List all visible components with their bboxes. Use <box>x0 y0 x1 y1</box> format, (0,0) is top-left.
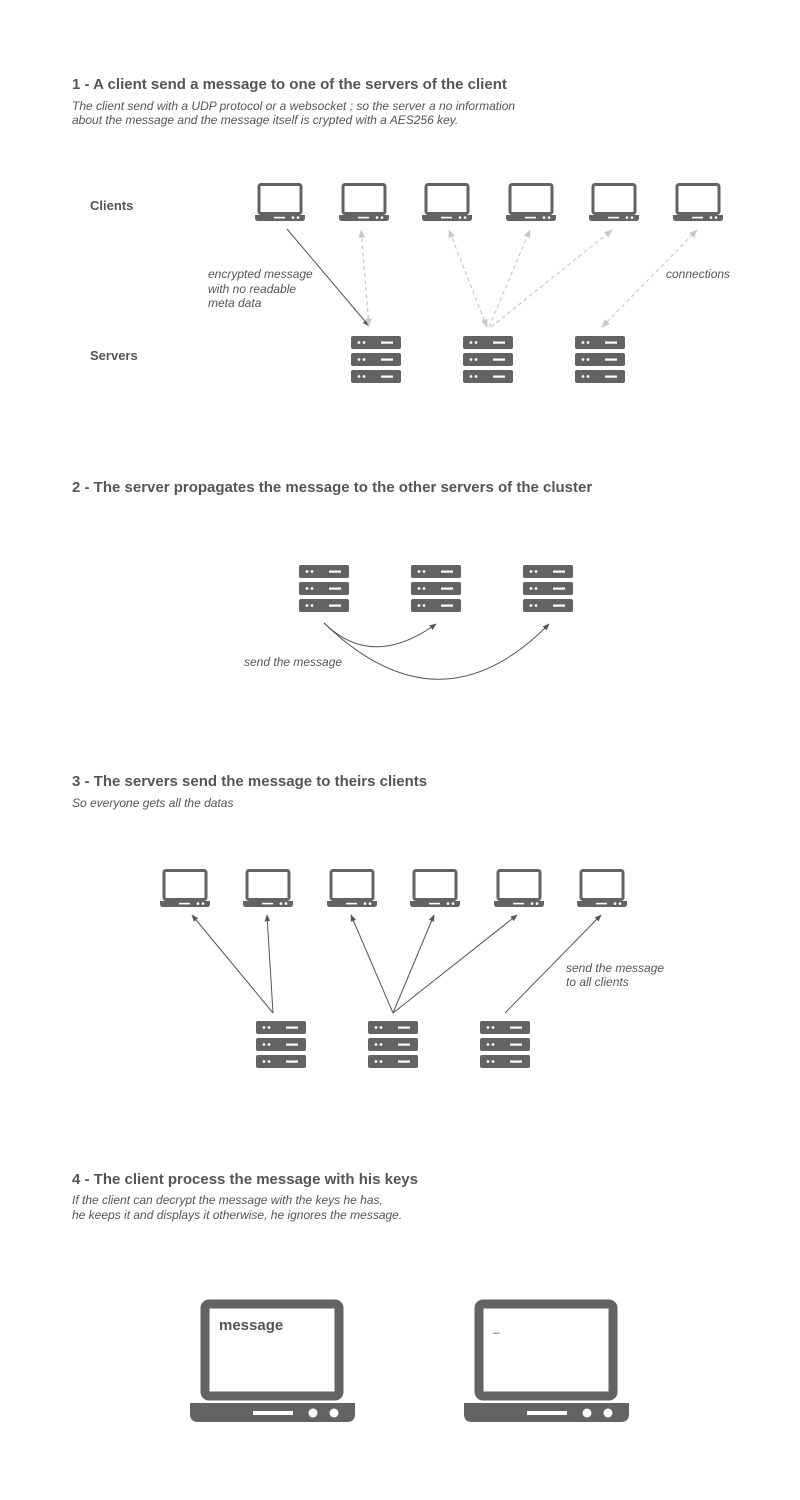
encrypted-message-arrow <box>286 228 370 327</box>
server-icon <box>256 1021 306 1068</box>
laptop-icon <box>589 183 639 221</box>
broadcast-arrow <box>350 914 394 1014</box>
section3-description: So everyone gets all the datas <box>72 796 234 810</box>
propagate-arrow <box>323 622 437 648</box>
server-icon <box>523 565 573 612</box>
section3-arrows <box>191 914 602 1014</box>
section1-description-line1: The client send with a UDP protocol or a… <box>72 99 516 113</box>
server-icon <box>368 1021 418 1068</box>
laptop-icon <box>255 183 305 221</box>
section1-servers <box>351 336 625 383</box>
server-icon <box>411 565 461 612</box>
section3-clients <box>160 869 627 907</box>
server-icon <box>351 336 401 383</box>
send-message-note: send the message <box>244 655 343 669</box>
laptop-icon <box>243 869 293 907</box>
encrypted-message-note-line2: with no readable <box>208 282 297 296</box>
laptop-icon <box>339 183 389 221</box>
broadcast-arrow <box>504 914 602 1014</box>
section1-heading: 1 - A client send a message to one of th… <box>72 76 507 93</box>
server-icon <box>575 336 625 383</box>
server-icon <box>463 336 513 383</box>
laptop-icon <box>422 183 472 221</box>
clients-label: Clients <box>90 198 134 213</box>
laptop-icon <box>577 869 627 907</box>
laptop-icon <box>410 869 460 907</box>
laptop-icon <box>494 869 544 907</box>
connection-arrow <box>488 229 531 328</box>
section3-servers <box>256 1021 530 1068</box>
encrypted-message-note-line3: meta data <box>208 296 262 310</box>
laptop-icon <box>160 869 210 907</box>
empty-screen-cursor: _ <box>493 1320 500 1334</box>
section2-servers <box>299 565 573 612</box>
section4-description-line2: he keeps it and displays it otherwise, h… <box>72 1208 403 1222</box>
section2-heading: 2 - The server propagates the message to… <box>72 479 593 496</box>
laptop-icon <box>190 1299 355 1422</box>
connection-arrow <box>358 229 372 327</box>
laptop-icon <box>506 183 556 221</box>
section1-clients <box>255 183 723 221</box>
server-icon <box>480 1021 530 1068</box>
broadcast-arrow <box>392 914 435 1014</box>
section4-heading: 4 - The client process the message with … <box>72 1171 418 1188</box>
laptop-icon <box>673 183 723 221</box>
send-to-all-clients-note-line1: send the message <box>566 961 665 975</box>
connection-arrow <box>490 229 613 328</box>
encrypted-message-note-line1: encrypted message <box>208 267 313 281</box>
broadcast-arrow <box>264 914 274 1014</box>
server-icon <box>299 565 349 612</box>
section1-arrows <box>286 228 698 328</box>
section1-description-line2: about the message and the message itself… <box>72 113 459 127</box>
propagate-arrow <box>323 622 550 680</box>
laptop-icon <box>464 1299 629 1422</box>
decrypted-message-text: message <box>219 1317 284 1334</box>
connection-arrow <box>448 229 488 328</box>
servers-label: Servers <box>90 348 138 363</box>
section3-heading: 3 - The servers send the message to thei… <box>72 773 428 790</box>
send-to-all-clients-note-line2: to all clients <box>566 975 629 989</box>
section4-description-line1: If the client can decrypt the message wi… <box>72 1193 383 1207</box>
broadcast-arrow <box>392 914 518 1014</box>
connection-arrow <box>601 229 698 328</box>
broadcast-arrow <box>191 914 274 1014</box>
section2-arrows <box>323 622 550 680</box>
section4-laptops <box>190 1299 629 1422</box>
laptop-icon <box>327 869 377 907</box>
